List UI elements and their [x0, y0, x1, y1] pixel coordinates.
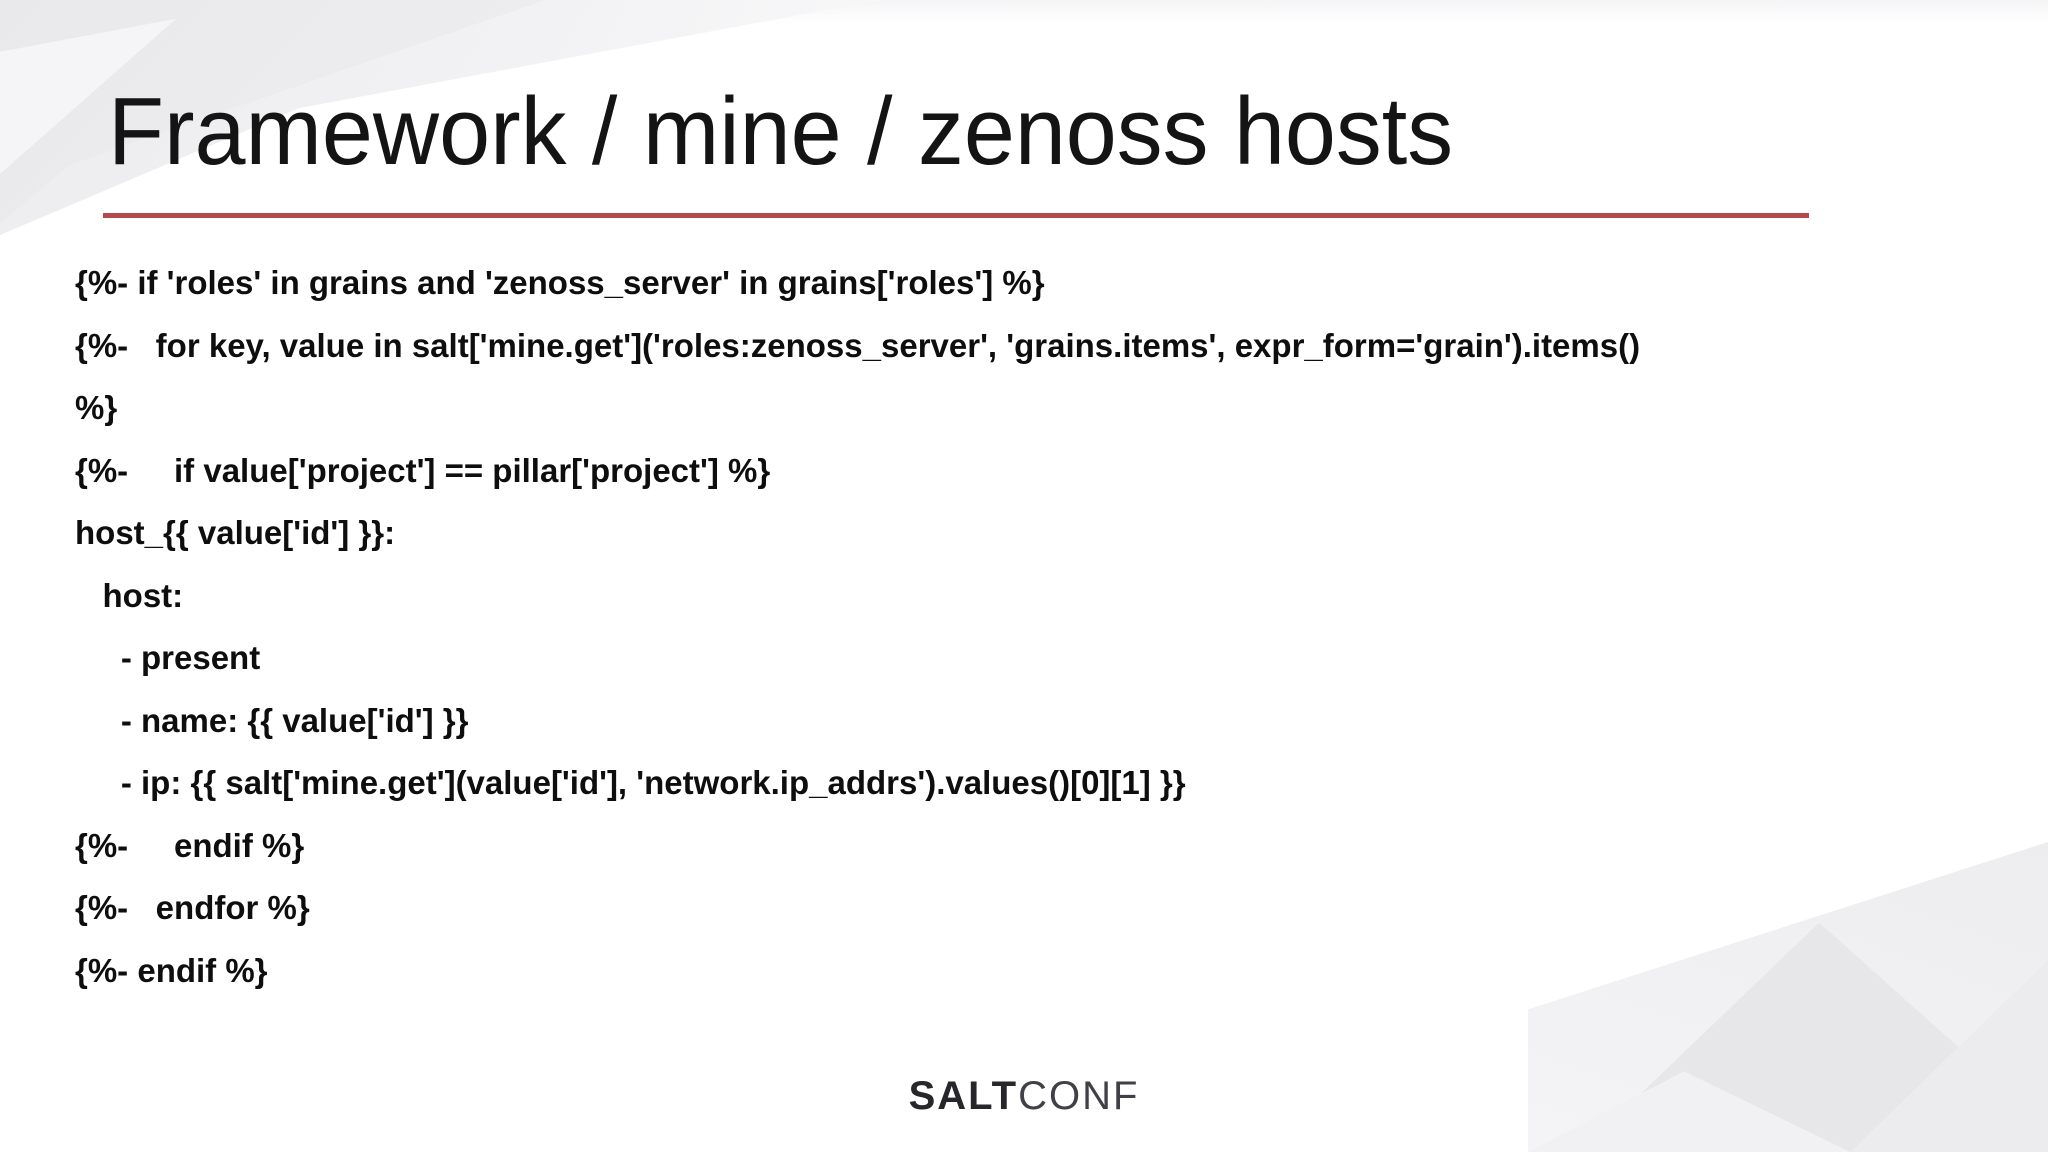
code-line: {%- endfor %}	[75, 889, 310, 926]
saltconf-logo-salt: SALT	[908, 1074, 1019, 1118]
code-line: - name: {{ value['id'] }}	[75, 701, 469, 739]
title-underline	[103, 213, 1809, 218]
code-line: {%- if 'roles' in grains and 'zenoss_ser…	[75, 264, 1045, 301]
code-line: {%- endif %}	[75, 951, 268, 989]
code-line: {%- if value['project'] == pillar['proje…	[75, 451, 771, 489]
code-line: host:	[75, 576, 184, 614]
code-line: {%- endif %}	[75, 826, 305, 864]
code-line: {%- for key, value in salt['mine.get']('…	[75, 326, 1641, 364]
code-line: - ip: {{ salt['mine.get'](value['id'], '…	[75, 764, 1186, 801]
code-line: host_{{ value['id'] }}:	[75, 514, 396, 551]
saltconf-logo-conf: CONF	[1018, 1074, 1140, 1118]
code-line: - present	[75, 639, 261, 676]
top-edge-band	[0, 0, 2048, 24]
code-block: {%- if 'roles' in grains and 'zenoss_ser…	[75, 252, 2040, 1002]
code-line: %}	[75, 389, 118, 426]
slide-title: Framework / mine / zenoss hosts	[108, 78, 1454, 185]
saltconf-logo: SALTCONF	[909, 1074, 1140, 1119]
